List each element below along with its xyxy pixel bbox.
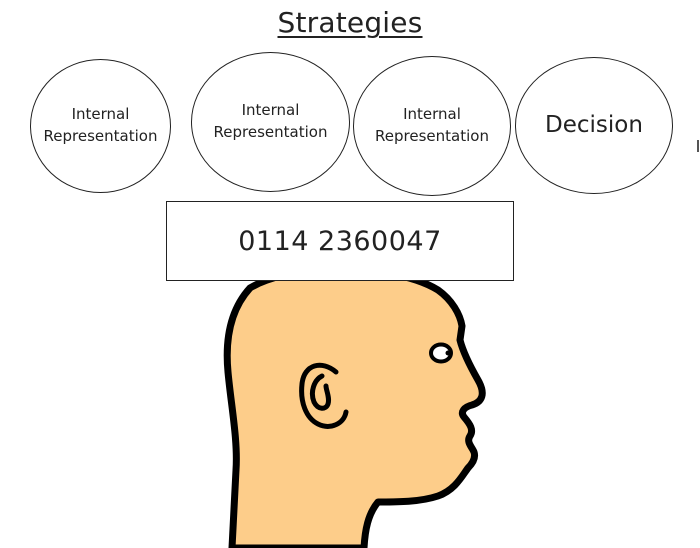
circle-label: Internal Representation [375, 105, 489, 145]
circle-label: Internal Representation [43, 105, 158, 145]
ear-inner [309, 373, 332, 411]
circle-decision: Decision [515, 57, 673, 194]
circle-internal-representation-3: Internal Representation [353, 56, 511, 196]
phone-number-text: 0114 2360047 [238, 225, 442, 257]
head-silhouette [223, 266, 486, 548]
circle-internal-representation-2: Internal Representation [191, 52, 350, 192]
circle-internal-representation-1: Internal Representation [30, 59, 171, 193]
eye-pupil [445, 350, 451, 356]
phone-number-box: 0114 2360047 [166, 201, 514, 281]
ear-outer [299, 362, 349, 429]
edge-mark [697, 140, 699, 152]
circle-label: Decision [545, 111, 643, 138]
circle-label: Internal Representation [213, 101, 328, 141]
eye [429, 342, 453, 364]
diagram-title: Strategies [277, 6, 423, 39]
